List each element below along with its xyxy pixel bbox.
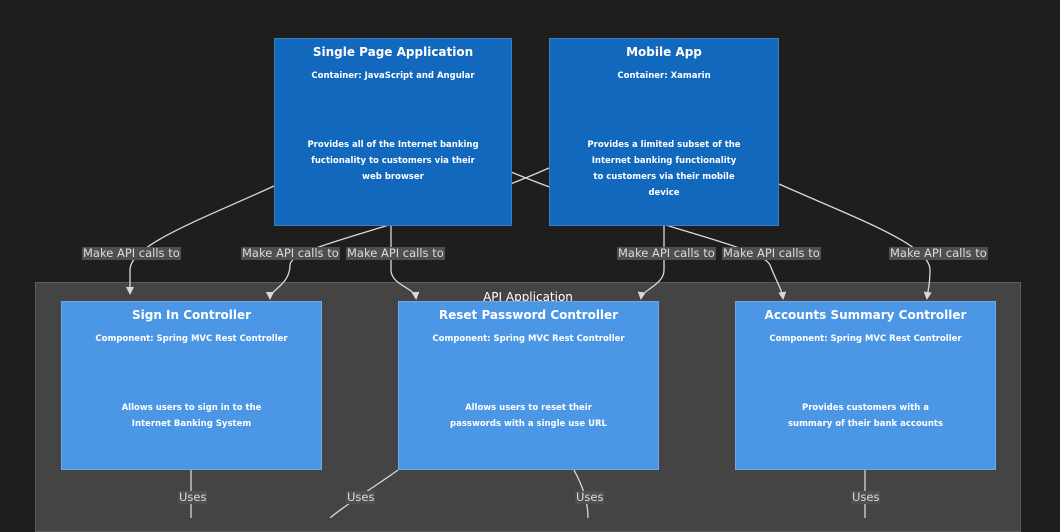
- container-single-page-application[interactable]: Single Page Application Container: JavaS…: [274, 38, 512, 226]
- edge-label-api-calls: Make API calls to: [617, 246, 716, 260]
- node-technology: Component: Spring MVC Rest Controller: [95, 334, 288, 344]
- node-technology: Container: JavaScript and Angular: [311, 71, 475, 81]
- edge-label-uses: Uses: [575, 490, 605, 504]
- node-title: Sign In Controller: [131, 308, 252, 322]
- edge-spa-reset: [390, 226, 420, 300]
- node-description: Provides customers with a summary of the…: [787, 403, 944, 429]
- edge-label-uses: Uses: [346, 490, 376, 504]
- component-accounts-summary-controller[interactable]: Accounts Summary Controller Component: S…: [735, 301, 996, 470]
- edge-spa-signin: [126, 185, 275, 295]
- node-description: Provides a limited subset of the Interne…: [587, 140, 741, 198]
- edge-mobile-accounts: [778, 183, 932, 300]
- component-sign-in-controller[interactable]: Sign In Controller Component: Spring MVC…: [61, 301, 322, 470]
- node-technology: Container: Xamarin: [617, 71, 711, 81]
- component-reset-password-controller[interactable]: Reset Password Controller Component: Spr…: [398, 301, 659, 470]
- node-description: Provides all of the Internet banking fuc…: [307, 140, 479, 182]
- edge-label-uses: Uses: [851, 490, 881, 504]
- edge-label-api-calls: Make API calls to: [241, 246, 340, 260]
- node-technology: Component: Spring MVC Rest Controller: [769, 334, 962, 344]
- diagram: API Application Single Page Application …: [35, 38, 1021, 532]
- node-title: Single Page Application: [312, 45, 474, 59]
- boundary-title: API Application: [483, 290, 573, 304]
- edge-label-uses: Uses: [178, 490, 208, 504]
- edge-label-api-calls: Make API calls to: [889, 246, 988, 260]
- edge-label-api-calls: Make API calls to: [82, 246, 181, 260]
- node-technology: Component: Spring MVC Rest Controller: [432, 334, 625, 344]
- edge-mobile-reset: [637, 226, 665, 300]
- node-description: Allows users to sign in to the Internet …: [121, 403, 262, 429]
- edge-label-api-calls: Make API calls to: [346, 246, 445, 260]
- node-title: Mobile App: [626, 45, 702, 59]
- node-title: Accounts Summary Controller: [764, 308, 967, 322]
- edge-label-api-calls: Make API calls to: [722, 246, 821, 260]
- container-mobile-app[interactable]: Mobile App Container: Xamarin Provides a…: [549, 38, 779, 226]
- node-description: Allows users to reset their passwords wi…: [450, 403, 607, 429]
- node-title: Reset Password Controller: [438, 308, 619, 322]
